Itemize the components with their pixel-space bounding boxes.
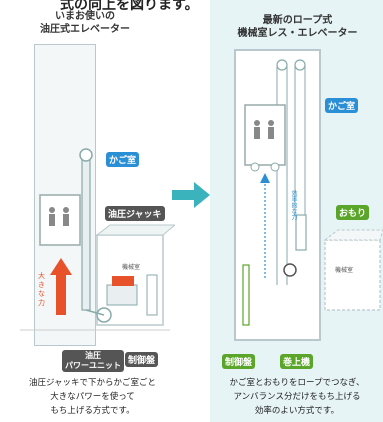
left-caption-line2: 大きなパワーを使って (50, 392, 135, 402)
power-unit-label: 油圧 パワーユニット (62, 350, 124, 372)
right-title-line1: 最新のロープ式 (262, 15, 333, 26)
power-unit (106, 284, 138, 306)
right-control-panel-label: 制御盤 (222, 354, 256, 369)
left-cage (39, 194, 81, 246)
right-passenger-icons (254, 120, 274, 139)
right-title-line2: 機械室レス・エレベーター (237, 28, 358, 39)
efficiency-label: 効率的な力 (290, 190, 297, 220)
left-control-panel (146, 274, 158, 316)
left-jack (81, 154, 91, 311)
right-elevator-illustration (234, 49, 383, 341)
right-machine-room-label: 機械室 (335, 267, 354, 274)
left-caption: 油圧ジャッキで下からかご室ごと 大きなパワーを使って もち上げる方式です。 (10, 376, 175, 418)
power-unit-label-line1: 油圧 (85, 351, 101, 360)
right-machine-room (324, 239, 381, 311)
right-caption-line1: かご室とおもりをロープでつなぎ、 (229, 378, 365, 388)
right-cage (244, 104, 286, 166)
top-text: 式の向上を図ります。 (60, 0, 199, 13)
right-caption: かご室とおもりをロープでつなぎ、 アンバランス分だけをもち上げる 効率のよい方式… (212, 376, 382, 418)
counterweight (295, 214, 307, 251)
hoist-icon (283, 263, 297, 277)
left-cage-label: かご室 (106, 152, 140, 167)
right-control-panel (242, 264, 250, 326)
right-cage-label: かご室 (325, 98, 359, 113)
transition-arrow-icon (172, 182, 210, 208)
left-title: いまお使いの 油圧式エレベーター (25, 10, 145, 36)
right-title: 最新のロープ式 機械室レス・エレベーター (215, 14, 380, 40)
jack-label: 油圧ジャッキ (105, 206, 165, 221)
left-title-line2: 油圧式エレベーター (40, 24, 130, 35)
power-unit-label-line2: パワーユニット (65, 361, 121, 370)
left-control-panel-label: 制御盤 (125, 352, 159, 367)
up-arrow (50, 258, 72, 315)
left-machine-room-label: 機械室 (122, 264, 141, 271)
left-title-line1: いまお使いの (55, 11, 115, 22)
arrow-label-line2: な力 (38, 290, 45, 307)
left-caption-line1: 油圧ジャッキで下からかご室ごと (28, 378, 157, 388)
left-elevator-illustration (20, 44, 175, 346)
arrow-label: 大き な力 (38, 272, 48, 308)
counterweight-label: おもり (336, 205, 370, 220)
right-caption-line3: 効率のよい方式です。 (254, 406, 340, 416)
left-passenger-icons (49, 207, 69, 226)
hoist-label: 巻上機 (280, 354, 314, 369)
right-caption-line2: アンバランス分だけをもち上げる (233, 392, 361, 402)
arrow-label-line1: 大き (38, 272, 45, 289)
left-caption-line3: もち上げる方式です。 (50, 406, 135, 416)
